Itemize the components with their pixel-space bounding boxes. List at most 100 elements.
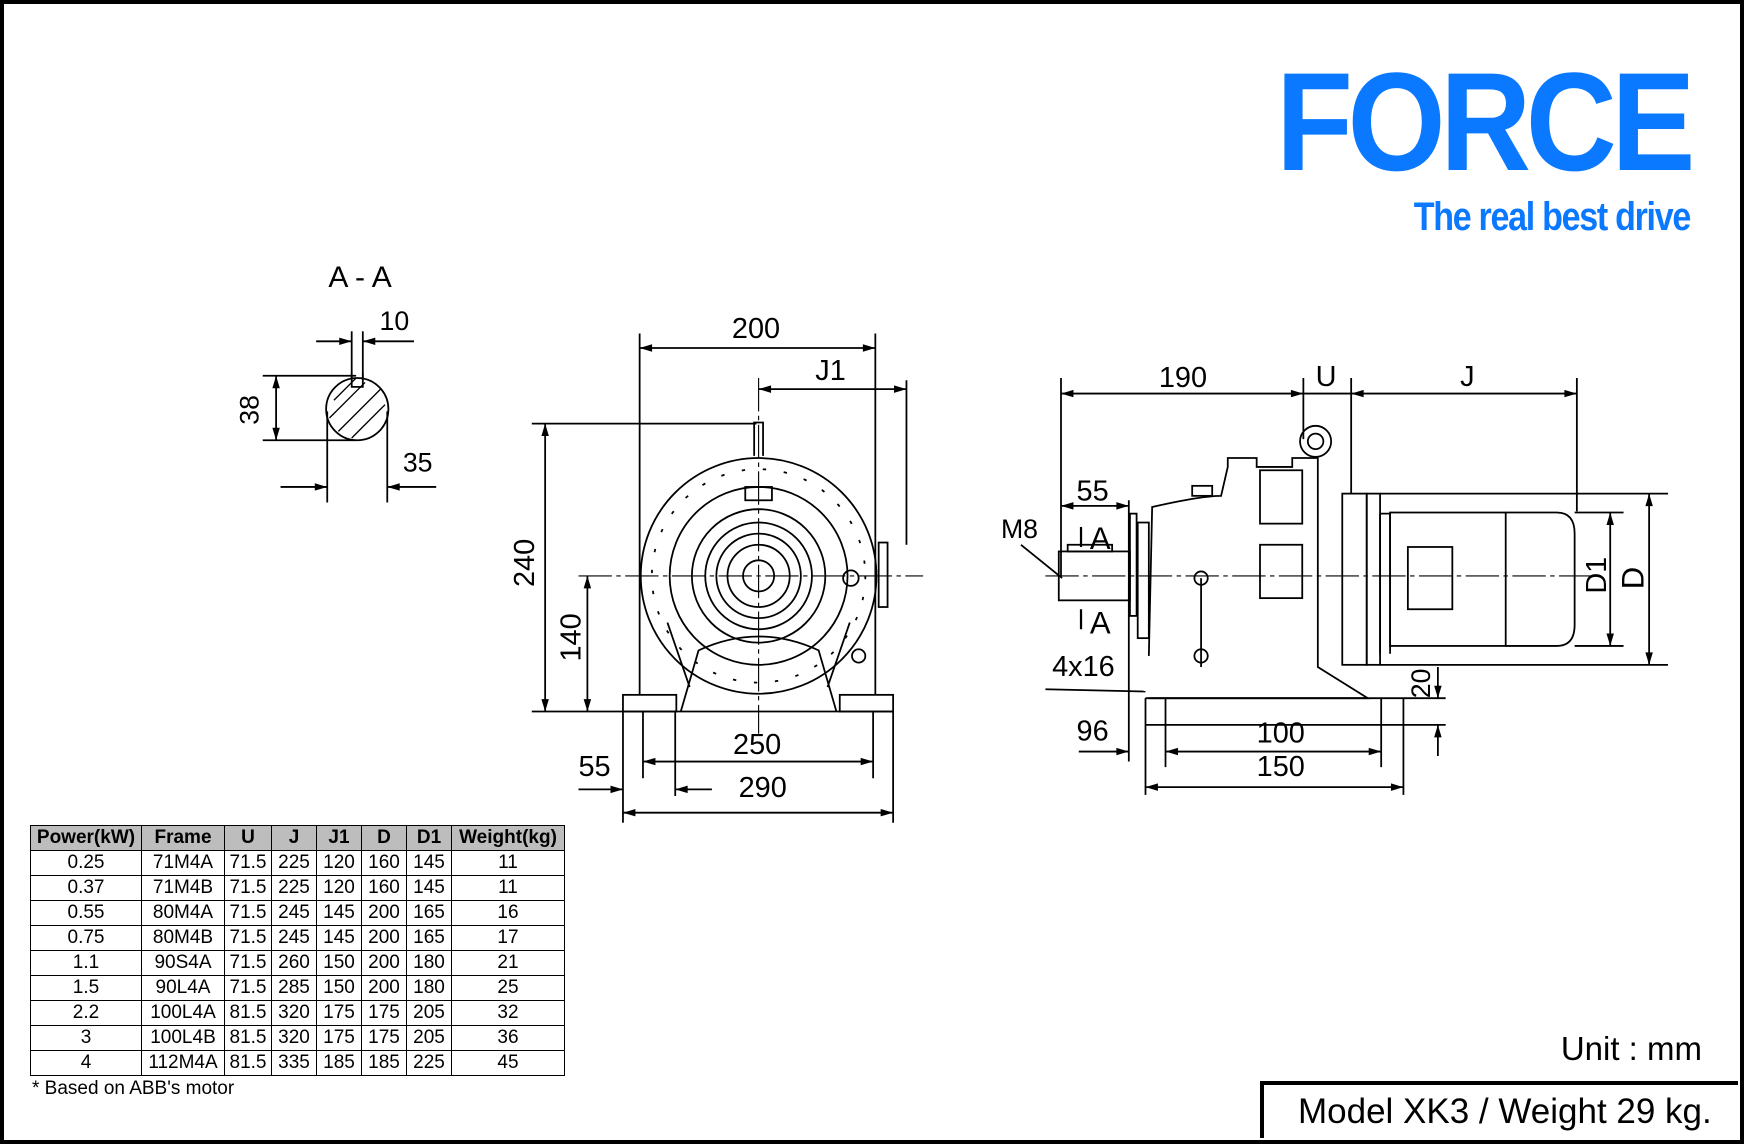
dim-base-inner: 100 [1257, 718, 1305, 750]
table-cell: 0.75 [30, 925, 142, 951]
section-mark-bottom: A [1090, 606, 1111, 641]
table-cell: 17 [451, 925, 565, 951]
table-cell: 200 [361, 900, 407, 926]
dim-length: 190 [1159, 362, 1207, 394]
dim-base-thickness: 20 [1406, 669, 1436, 699]
table-cell: 150 [316, 975, 362, 1001]
table-cell: 71.5 [224, 850, 272, 876]
table-cell: 11 [451, 850, 565, 876]
table-cell: 320 [271, 1000, 317, 1026]
col-j1: J1 [316, 825, 362, 851]
table-cell: 185 [316, 1050, 362, 1076]
table-cell: 32 [451, 1000, 565, 1026]
table-cell: 145 [406, 850, 452, 876]
table-cell: 225 [271, 875, 317, 901]
dim-holes: 4x16 [1052, 651, 1115, 683]
table-cell: 100L4A [141, 1000, 225, 1026]
spec-table: Power(kW) Frame U J J1 D D1 Weight(kg) 0… [30, 825, 565, 1076]
dim-shaft-length: 55 [1077, 475, 1109, 507]
col-d: D [361, 825, 407, 851]
dim-width-top: 200 [732, 313, 780, 345]
table-cell: 160 [361, 850, 407, 876]
table-cell: 71.5 [224, 975, 272, 1001]
dim-base-outer: 150 [1257, 751, 1305, 783]
col-d1: D1 [406, 825, 452, 851]
side-view: 190 U J 55 M8 A A 4x16 96 100 150 20 D1 … [1001, 361, 1669, 795]
table-cell: 90L4A [141, 975, 225, 1001]
section-mark-top: A [1090, 521, 1111, 556]
dim-d: D [1616, 567, 1651, 589]
dim-shaft-height: 140 [556, 613, 588, 661]
table-cell: 80M4B [141, 925, 225, 951]
table-cell: 71.5 [224, 875, 272, 901]
table-cell: 11 [451, 875, 565, 901]
section-title: A - A [328, 261, 391, 294]
table-cell: 0.37 [30, 875, 142, 901]
table-cell: 145 [316, 900, 362, 926]
dim-j1: J1 [815, 355, 846, 387]
table-cell: 71M4A [141, 850, 225, 876]
dim-shaft-height: 38 [234, 395, 264, 425]
table-cell: 2.2 [30, 1000, 142, 1026]
table-cell: 4 [30, 1050, 142, 1076]
table-cell: 285 [271, 975, 317, 1001]
table-cell: 320 [271, 1025, 317, 1051]
spec-table-block: Power(kW) Frame U J J1 D D1 Weight(kg) 0… [30, 825, 565, 1100]
table-cell: 175 [361, 1000, 407, 1026]
table-cell: 205 [406, 1000, 452, 1026]
table-cell: 81.5 [224, 1050, 272, 1076]
table-cell: 200 [361, 950, 407, 976]
table-cell: 71.5 [224, 950, 272, 976]
dim-foot-inner: 250 [733, 729, 781, 761]
section-a-a: A - A 10 38 35 [234, 261, 437, 503]
table-cell: 100L4B [141, 1025, 225, 1051]
table-cell: 225 [271, 850, 317, 876]
table-cell: 3 [30, 1025, 142, 1051]
table-cell: 1.5 [30, 975, 142, 1001]
table-cell: 175 [361, 1025, 407, 1051]
table-cell: 81.5 [224, 1000, 272, 1026]
col-frame: Frame [141, 825, 225, 851]
table-cell: 120 [316, 875, 362, 901]
table-cell: 205 [406, 1025, 452, 1051]
thread-label: M8 [1001, 514, 1038, 544]
dim-u: U [1316, 361, 1337, 393]
table-note: * Based on ABB's motor [32, 1078, 235, 1099]
table-cell: 21 [451, 950, 565, 976]
table-cell: 45 [451, 1050, 565, 1076]
dim-total-height: 240 [509, 539, 541, 587]
dim-d1: D1 [1581, 557, 1613, 594]
table-cell: 120 [316, 850, 362, 876]
col-j: J [271, 825, 317, 851]
table-cell: 150 [316, 950, 362, 976]
front-view: 200 J1 240 140 250 290 55 [509, 313, 924, 823]
table-cell: 180 [406, 950, 452, 976]
col-u: U [224, 825, 272, 851]
table-cell: 175 [316, 1000, 362, 1026]
logo-brand: FORCE [1276, 43, 1695, 200]
table-cell: 160 [361, 875, 407, 901]
dim-key-width: 10 [379, 306, 409, 336]
table-cell: 200 [361, 925, 407, 951]
dim-shaft-diameter: 35 [403, 447, 433, 477]
table-cell: 90S4A [141, 950, 225, 976]
table-cell: 260 [271, 950, 317, 976]
table-cell: 112M4A [141, 1050, 225, 1076]
dim-foot-outer: 290 [739, 772, 787, 804]
table-cell: 145 [406, 875, 452, 901]
table-cell: 16 [451, 900, 565, 926]
table-cell: 71.5 [224, 925, 272, 951]
table-cell: 225 [406, 1050, 452, 1076]
dim-j: J [1460, 361, 1474, 393]
table-cell: 1.1 [30, 950, 142, 976]
dim-foot-width: 55 [578, 751, 610, 783]
